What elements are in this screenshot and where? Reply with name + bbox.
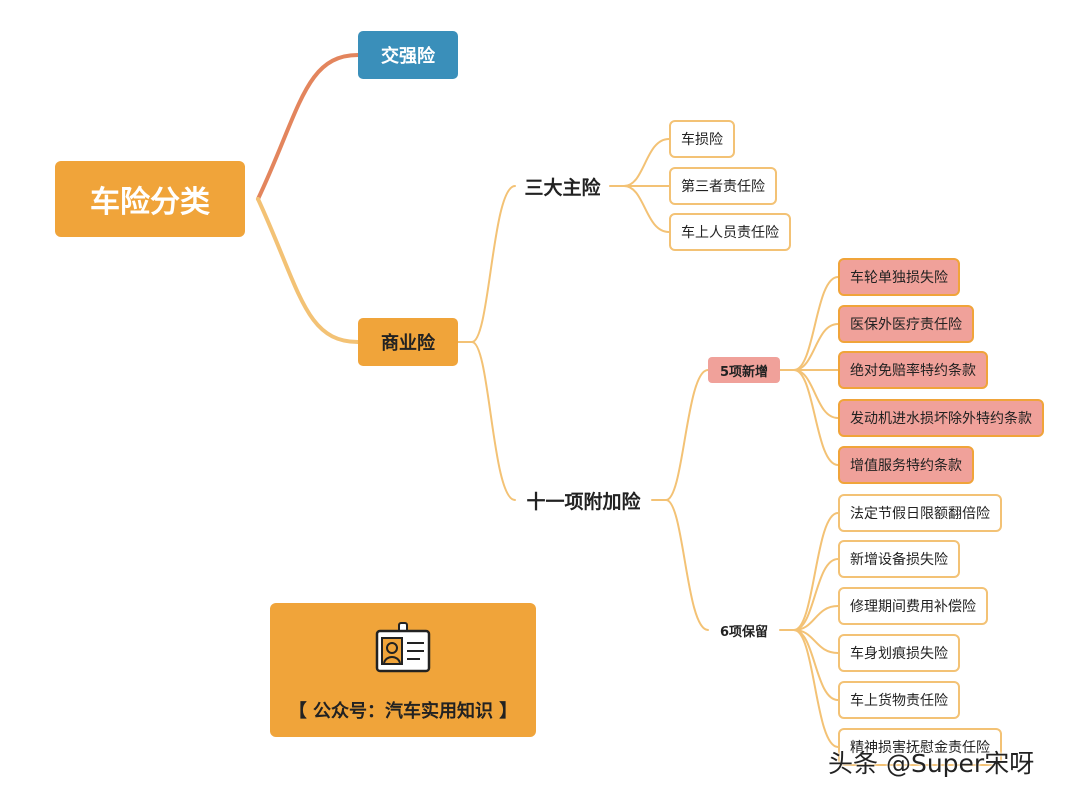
added-rider-item[interactable]: 发动机进水损坏除外特约条款 [838, 399, 1044, 437]
kept-rider-item[interactable]: 车上货物责任险 [838, 681, 960, 719]
main-item[interactable]: 车损险 [669, 120, 735, 158]
main-item[interactable]: 第三者责任险 [669, 167, 777, 205]
root-node[interactable]: 车险分类 [55, 161, 245, 237]
added-rider-item[interactable]: 增值服务特约条款 [838, 446, 974, 484]
source-watermark: 头条 @Super宋呀 [828, 749, 1035, 778]
wechat-account-card: 【 公众号：汽车实用知识 】 [270, 603, 536, 737]
main-insurance-node[interactable]: 三大主险 [524, 176, 601, 199]
id-card-icon [375, 622, 431, 673]
kept-rider-item[interactable]: 新增设备损失险 [838, 540, 960, 578]
added-rider-item[interactable]: 医保外医疗责任险 [838, 305, 974, 343]
added-riders-node[interactable]: 5项新增 [708, 357, 780, 383]
kept-rider-item[interactable]: 车身划痕损失险 [838, 634, 960, 672]
main-item[interactable]: 车上人员责任险 [669, 213, 791, 251]
commercial-insurance-node[interactable]: 商业险 [358, 318, 458, 366]
kept-rider-item[interactable]: 精神损害抚慰金责任险 [838, 728, 1002, 766]
wechat-account-label: 【 公众号：汽车实用知识 】 [288, 701, 518, 722]
kept-riders-node[interactable]: 6项保留 [719, 624, 769, 640]
added-rider-item[interactable]: 绝对免赔率特约条款 [838, 351, 988, 389]
kept-rider-item[interactable]: 法定节假日限额翻倍险 [838, 494, 1002, 532]
added-rider-item[interactable]: 车轮单独损失险 [838, 258, 960, 296]
rider-insurance-node[interactable]: 十一项附加险 [526, 490, 641, 513]
compulsory-insurance-node[interactable]: 交强险 [358, 31, 458, 79]
kept-rider-item[interactable]: 修理期间费用补偿险 [838, 587, 988, 625]
